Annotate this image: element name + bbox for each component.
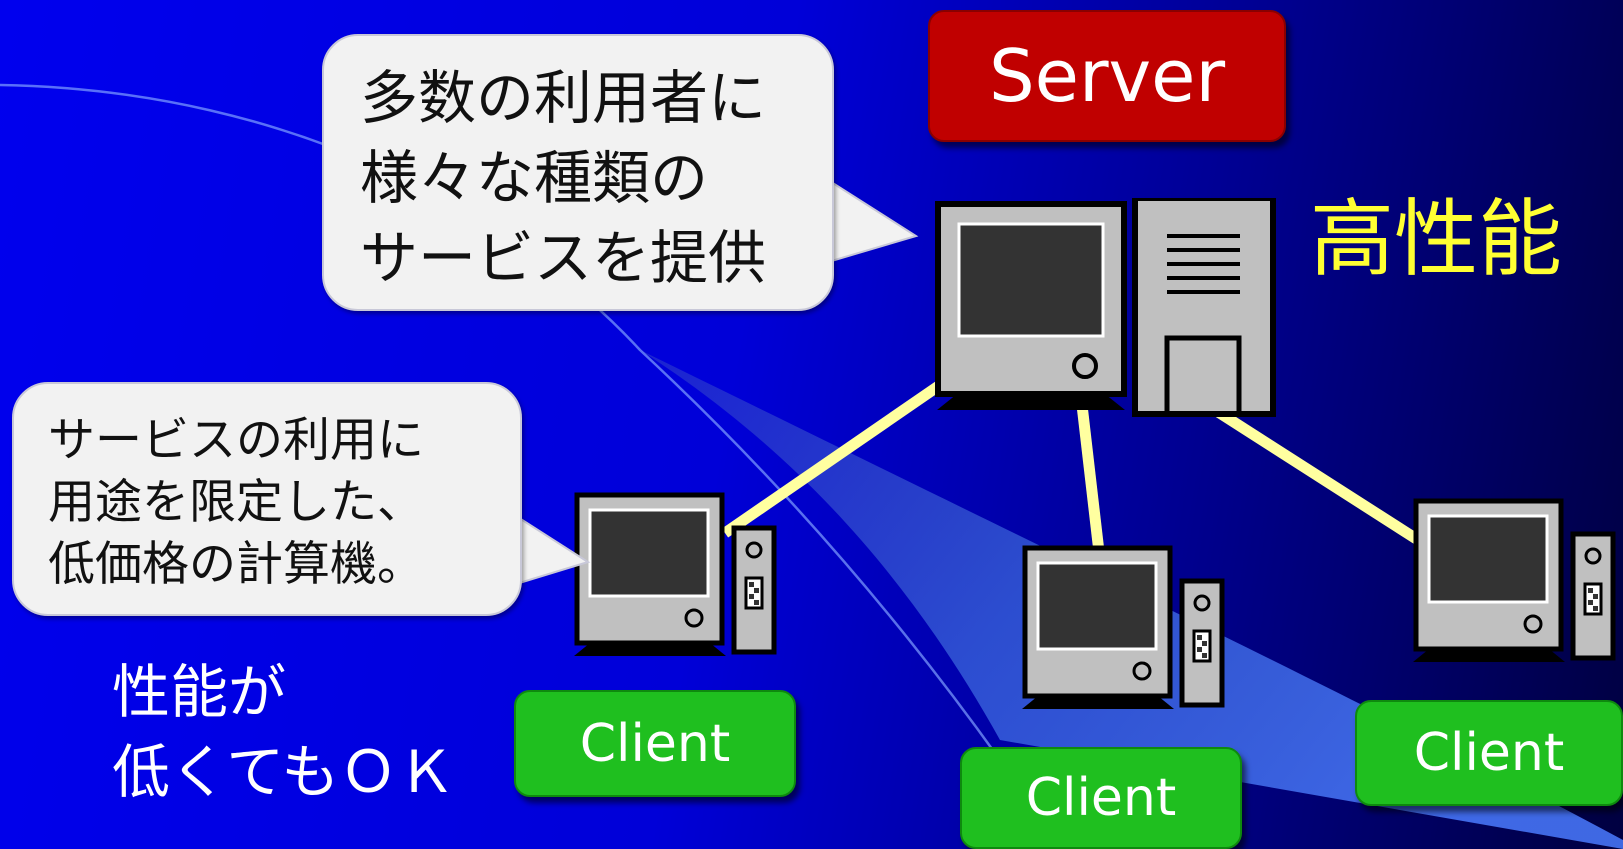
client-label-1: Client (514, 690, 796, 797)
client-quality-line: 性能が (112, 658, 287, 726)
server-callout-tail (827, 178, 919, 264)
client-computer-icon (574, 492, 777, 656)
client-quality-text: 性能が 低くてもＯＫ (112, 652, 455, 812)
connection-line-client-3 (1212, 405, 1421, 545)
server-callout: 多数の利用者に 様々な種類の サービスを提供 (322, 34, 834, 311)
connection-line-client-2 (1076, 404, 1105, 553)
server-callout-line: 多数の利用者に (360, 64, 767, 132)
client-computer-icon (1022, 545, 1225, 709)
client-computer-icon (1413, 498, 1616, 662)
client-label-3: Client (1355, 700, 1623, 806)
server-callout-line: 様々な種類の (360, 144, 709, 212)
client-quality-line: 低くてもＯＫ (112, 738, 456, 806)
client-callout-line: 用途を限定した、 (48, 475, 424, 530)
server-label: Server (928, 10, 1286, 142)
server-quality-text: 高性能 (1310, 190, 1563, 288)
client-label-2: Client (960, 747, 1242, 849)
client-callout: サービスの利用に 用途を限定した、 低価格の計算機。 (12, 382, 522, 616)
connection-line-client-1 (721, 380, 944, 538)
server-computer-icon (935, 198, 1276, 417)
server-callout-line: サービスを提供 (360, 224, 767, 292)
client-callout-tail (515, 514, 591, 586)
client-callout-line: 低価格の計算機。 (48, 537, 424, 592)
client-callout-line: サービスの利用に (48, 413, 424, 468)
background-swoosh-line (0, 83, 1002, 761)
